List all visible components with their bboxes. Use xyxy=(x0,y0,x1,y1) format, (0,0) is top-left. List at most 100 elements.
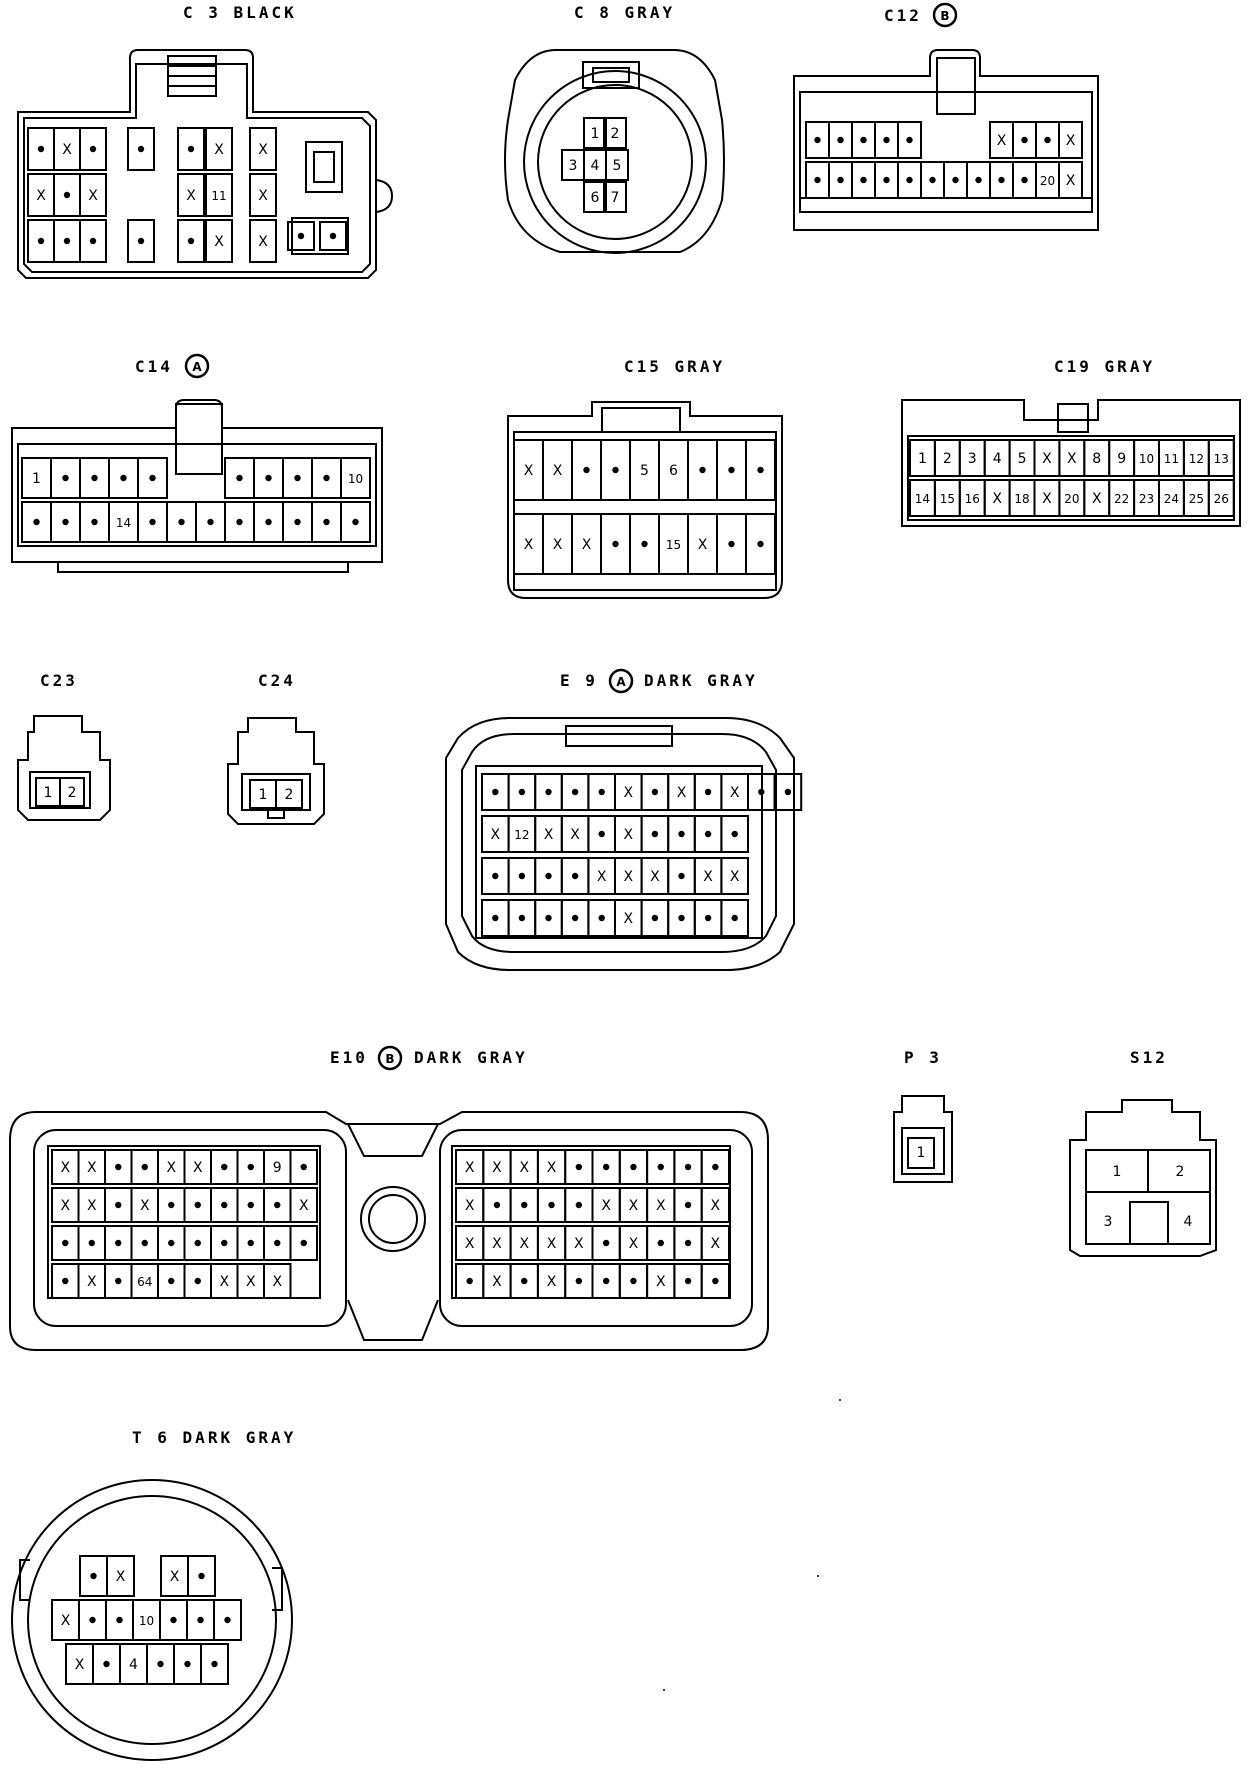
c19-pin-label: 9 xyxy=(1117,451,1126,467)
e9-pin-dot xyxy=(784,788,792,796)
e9-pin-label: X xyxy=(730,869,740,885)
e9-pin-dot xyxy=(518,914,526,922)
e10-right-pin-dot xyxy=(684,1277,692,1285)
c12-pin-dot xyxy=(1044,136,1051,144)
e9-pin-dot xyxy=(651,788,659,796)
t6-pin-label: 4 xyxy=(129,1657,138,1673)
c15-pin-dot xyxy=(612,466,619,474)
e9-pin-dot xyxy=(678,830,685,838)
s12-pin-2: 2 xyxy=(1176,1164,1185,1180)
c14-pin-dot xyxy=(294,518,301,526)
c14-pin-dot xyxy=(323,474,330,482)
c15-pin-label: X xyxy=(524,463,534,479)
e10-left-pin-dot xyxy=(115,1163,122,1171)
c8-pin-cell xyxy=(603,181,627,213)
e9-pin-label: X xyxy=(730,785,740,801)
c15-pin-dot xyxy=(757,540,764,548)
c14-pin-cell xyxy=(137,457,168,499)
c12-pin-cell xyxy=(1058,161,1083,199)
c15-pin-label: 6 xyxy=(669,463,678,479)
e9-pin-label: X xyxy=(677,785,687,801)
c19-pin-label: 2 xyxy=(943,451,952,467)
e10-left-pin-dot xyxy=(300,1163,307,1171)
c15-pin-label: X xyxy=(524,537,534,553)
c3-pin-label: X xyxy=(214,234,224,250)
c19-pin-label: 1 xyxy=(918,451,927,467)
connector-s12: 1 2 3 4 xyxy=(1069,1099,1217,1257)
c12-pin-dot xyxy=(837,176,844,184)
e10-right-pin-dot xyxy=(602,1239,610,1247)
e10-right-pin-cell xyxy=(700,1225,731,1261)
c12-pin-dot xyxy=(860,176,867,184)
c14-pin-dot xyxy=(33,518,40,526)
c3-pin-dot xyxy=(37,145,45,153)
t6-pin-dot xyxy=(90,1572,97,1580)
c3-pin-dot xyxy=(63,237,71,245)
c3-pin-label: X xyxy=(214,142,224,158)
e10-right-pin-label: X xyxy=(465,1198,475,1214)
c19-pin-label: 10 xyxy=(1139,452,1154,466)
e10-left-pin-dot xyxy=(221,1201,228,1209)
c23-pin-label: 1 xyxy=(44,785,53,801)
c8-label: C 8 GRAY xyxy=(574,3,675,22)
e9-pin-dot xyxy=(704,830,712,838)
c12-pin-dot xyxy=(906,136,913,144)
c19-pin-label: 24 xyxy=(1164,492,1179,506)
c14-pin-label: 10 xyxy=(348,472,363,486)
e10-left-pin-label: X xyxy=(60,1160,70,1176)
svg-text:A: A xyxy=(616,675,626,689)
c12-badge: B xyxy=(932,2,958,28)
c19-pin-label: 4 xyxy=(993,451,1002,467)
c3-pin-label: X xyxy=(62,142,72,158)
e10-left-pin-dot xyxy=(141,1239,148,1247)
e9-pin-dot xyxy=(651,914,659,922)
e10-right-pin-dot xyxy=(575,1201,583,1209)
e10-left-pin-label: X xyxy=(87,1274,97,1290)
t6-pin-label: X xyxy=(61,1613,71,1629)
t6-pin-dot xyxy=(197,1616,204,1624)
e9-badge: A xyxy=(608,668,634,694)
c3-pin-label: X xyxy=(36,188,46,204)
c12-pin-dot xyxy=(837,136,844,144)
t6-pin-dot xyxy=(157,1660,164,1668)
c8-pin-cell xyxy=(583,117,607,149)
c24-pin-label: 2 xyxy=(285,787,294,803)
c15-pin-dot xyxy=(583,466,590,474)
e9-pin-dot xyxy=(704,914,712,922)
c14-pin-dot xyxy=(149,518,156,526)
c14-pin-dot xyxy=(120,474,127,482)
c19-pin-label: 16 xyxy=(965,492,980,506)
badges: B A A B xyxy=(184,2,958,1071)
c15-label: C15 GRAY xyxy=(624,357,725,376)
e10-left-pin-dot xyxy=(168,1201,175,1209)
t6-label: T 6 DARK GRAY xyxy=(132,1428,296,1447)
e9-pin-dot xyxy=(651,830,659,838)
c14-pin-dot xyxy=(236,518,243,526)
c3-pin-cell xyxy=(249,219,277,263)
c3-pin-label: X xyxy=(258,188,268,204)
e10-left-pin-dot xyxy=(274,1201,281,1209)
e10-right-pin-dot xyxy=(684,1239,692,1247)
c3-pin-label: X xyxy=(186,188,196,204)
e10-left-pin-cell xyxy=(263,1263,292,1299)
c3-pin-dot xyxy=(37,237,45,245)
c8-pin-label: 4 xyxy=(591,158,600,174)
e10-left-pin-dot xyxy=(194,1277,201,1285)
c19-pin-label: X xyxy=(1067,451,1077,467)
c19-pin-label: 23 xyxy=(1139,492,1154,506)
c19-pin-label: 13 xyxy=(1214,452,1229,466)
c19-pin-label: 12 xyxy=(1189,452,1204,466)
c8-pin-label: 6 xyxy=(591,190,600,206)
c3-pin-cell xyxy=(205,219,233,263)
svg-text:B: B xyxy=(385,1052,394,1066)
e9-pin-label: X xyxy=(624,785,634,801)
e10-left-pin-dot xyxy=(115,1201,122,1209)
e10-right-pin-label: X xyxy=(547,1274,557,1290)
